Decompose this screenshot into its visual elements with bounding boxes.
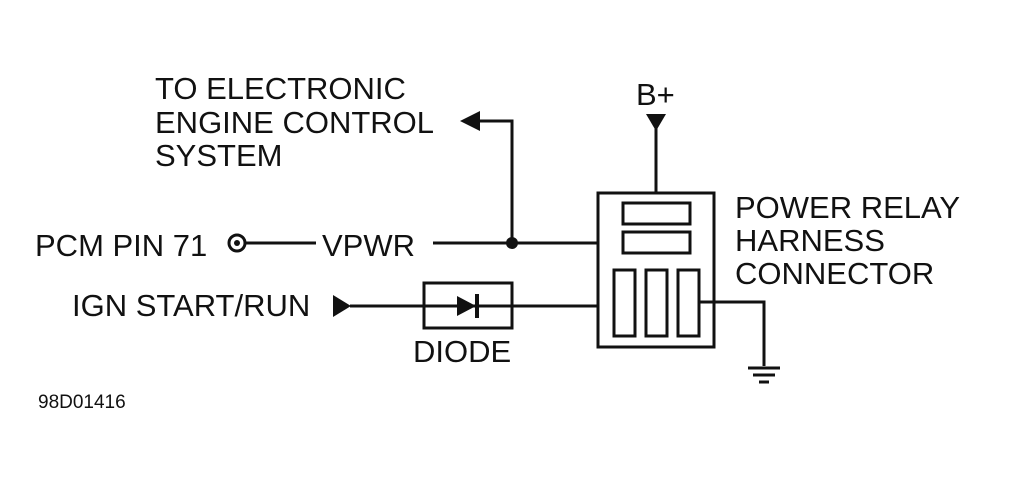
ign-start-run-label: IGN START/RUN [72,288,310,323]
bplus-label: B+ [636,77,675,112]
ecs-arrow-icon [460,111,480,131]
ground-wire [699,300,766,366]
relay-label-line-3: CONNECTOR [735,256,934,291]
connector-terminal-ground [676,268,701,338]
relay-label-line-2: HARNESS [735,223,885,258]
connector-terminal-ign [612,268,637,338]
ecs-label-line-2: ENGINE CONTROL [155,105,434,140]
connector-terminal-middle [644,268,669,338]
relay-label-line-1: POWER RELAY [735,190,960,225]
ecs-label-line-3: SYSTEM [155,138,282,173]
bplus-arrow-icon [646,114,666,131]
power-relay-harness-connector [596,191,716,349]
pcm-pin-label: PCM PIN 71 [35,228,207,263]
diode-label: DIODE [413,334,511,369]
relay-label: POWER RELAY HARNESS CONNECTOR [735,190,960,291]
connector-terminal-bplus [621,201,692,226]
vpwr-label: VPWR [322,228,415,263]
ecs-branch-wire [478,119,514,243]
connector-terminal-vpwr [621,230,692,255]
ign-arrow-icon [333,295,351,317]
ecs-label: TO ELECTRONIC ENGINE CONTROL SYSTEM [155,71,434,173]
ground-icon [748,366,780,384]
pcm-pin-connector-icon [227,233,247,253]
ecs-label-line-1: TO ELECTRONIC [155,71,406,106]
diode-icon [422,281,514,330]
figure-id-label: 98D01416 [38,392,126,413]
